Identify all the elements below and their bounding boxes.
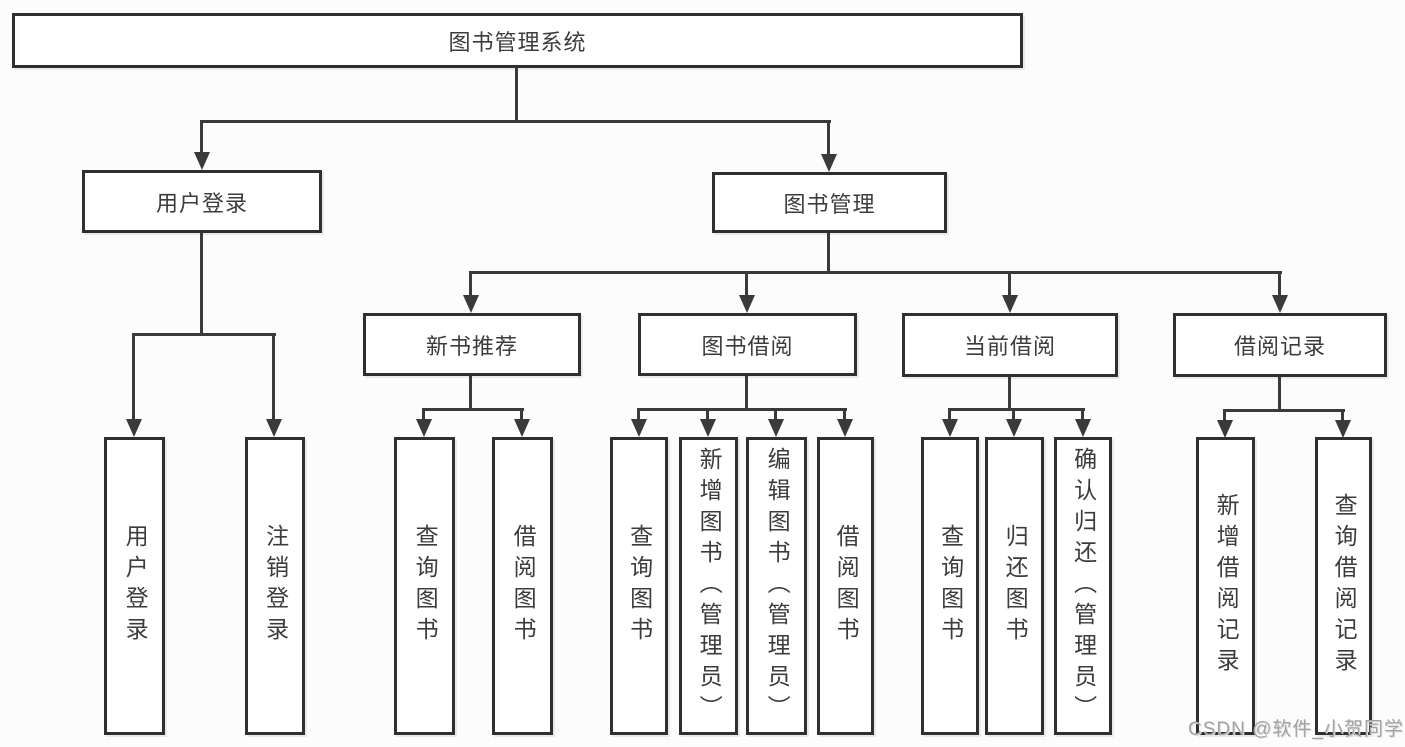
connector-vline: [200, 233, 203, 333]
connector-hline: [469, 271, 1282, 274]
connector-hline: [132, 333, 276, 336]
arrow-down-icon: [1006, 419, 1022, 437]
leaf-label: 查询借阅记录: [1331, 493, 1358, 679]
connector-vline: [272, 333, 275, 421]
node-new-book-recommendation: 新书推荐: [363, 313, 581, 376]
connector-hline: [637, 408, 847, 411]
node-current-borrowing: 当前借阅: [902, 313, 1118, 377]
arrow-down-icon: [631, 419, 647, 437]
connector-vline: [706, 408, 709, 420]
connector-hline: [948, 408, 1085, 411]
connector-vline: [745, 271, 748, 297]
arrow-down-icon: [194, 152, 210, 170]
connector-hline: [200, 120, 831, 123]
leaf-label: 新增图书（管理员）: [696, 446, 723, 726]
node-leaf-confirm-return-admin: 确认归还（管理员）: [1054, 437, 1112, 735]
connector-vline: [1012, 408, 1015, 420]
connector-vline: [1008, 271, 1011, 297]
connector-vline: [827, 120, 830, 155]
connector-vline: [200, 120, 203, 153]
connector-vline: [515, 68, 518, 120]
node-leaf-query-books-recommend: 查询图书: [394, 437, 455, 735]
csdn-watermark: CSDN @软件_小贺同学: [1188, 719, 1404, 740]
connector-vline: [827, 233, 830, 274]
connector-vline: [1008, 377, 1011, 411]
node-leaf-query-books-borrowing: 查询图书: [610, 437, 668, 735]
node-leaf-add-borrow-record: 新增借阅记录: [1196, 437, 1255, 735]
connector-vline: [422, 408, 425, 420]
node-leaf-query-books-current: 查询图书: [921, 437, 979, 735]
connector-hline: [1223, 409, 1345, 412]
arrow-down-icon: [463, 295, 479, 313]
node-leaf-edit-books-admin: 编辑图书（管理员）: [746, 437, 807, 735]
leaf-label: 查询图书: [937, 524, 964, 648]
leaf-label: 借阅图书: [510, 524, 537, 648]
connector-vline: [1341, 409, 1344, 421]
connector-vline: [469, 271, 472, 297]
leaf-label: 查询图书: [626, 524, 653, 648]
arrow-down-icon: [1075, 419, 1091, 437]
node-user-login: 用户登录: [82, 170, 322, 233]
connector-vline: [1278, 271, 1281, 297]
connector-vline: [843, 408, 846, 420]
node-leaf-add-books-admin: 新增图书（管理员）: [679, 437, 738, 735]
connector-vline: [745, 376, 748, 411]
node-book-borrowing: 图书借阅: [638, 313, 857, 376]
leaf-label: 用户登录: [122, 524, 149, 648]
connector-vline: [520, 408, 523, 420]
arrow-down-icon: [837, 419, 853, 437]
connector-vline: [637, 408, 640, 420]
connector-hline: [422, 408, 524, 411]
arrow-down-icon: [1272, 295, 1288, 313]
leaf-label: 注销登录: [262, 524, 289, 648]
node-leaf-return-books: 归还图书: [985, 437, 1044, 735]
node-leaf-logout: 注销登录: [245, 437, 305, 735]
connector-vline: [948, 408, 951, 420]
connector-vline: [1081, 408, 1084, 420]
connector-vline: [132, 333, 135, 421]
arrow-down-icon: [1335, 420, 1351, 438]
leaf-label: 确认归还（管理员）: [1070, 446, 1097, 726]
arrow-down-icon: [266, 419, 282, 437]
arrow-down-icon: [416, 419, 432, 437]
arrow-down-icon: [126, 419, 142, 437]
leaf-label: 新增借阅记录: [1213, 493, 1240, 679]
node-leaf-borrow-books: 借阅图书: [817, 437, 874, 735]
arrow-down-icon: [1217, 420, 1233, 438]
node-leaf-user-login: 用户登录: [104, 437, 165, 735]
arrow-down-icon: [768, 419, 784, 437]
connector-vline: [1223, 409, 1226, 421]
node-leaf-borrow-books-recommend: 借阅图书: [492, 437, 553, 735]
leaf-label: 借阅图书: [833, 524, 860, 648]
arrow-down-icon: [1002, 295, 1018, 313]
node-leaf-query-borrow-record: 查询借阅记录: [1315, 437, 1372, 735]
arrow-down-icon: [821, 154, 837, 172]
connector-vline: [1278, 377, 1281, 412]
arrow-down-icon: [739, 295, 755, 313]
node-borrowing-records: 借阅记录: [1173, 313, 1387, 377]
arrow-down-icon: [700, 419, 716, 437]
leaf-label: 归还图书: [1002, 524, 1029, 648]
arrow-down-icon: [942, 419, 958, 437]
node-book-management: 图书管理: [712, 172, 947, 233]
arrow-down-icon: [514, 419, 530, 437]
node-library-management-system: 图书管理系统: [12, 13, 1023, 68]
leaf-label: 编辑图书（管理员）: [764, 446, 791, 726]
connector-vline: [774, 408, 777, 420]
leaf-label: 查询图书: [412, 524, 439, 648]
connector-vline: [469, 376, 472, 411]
